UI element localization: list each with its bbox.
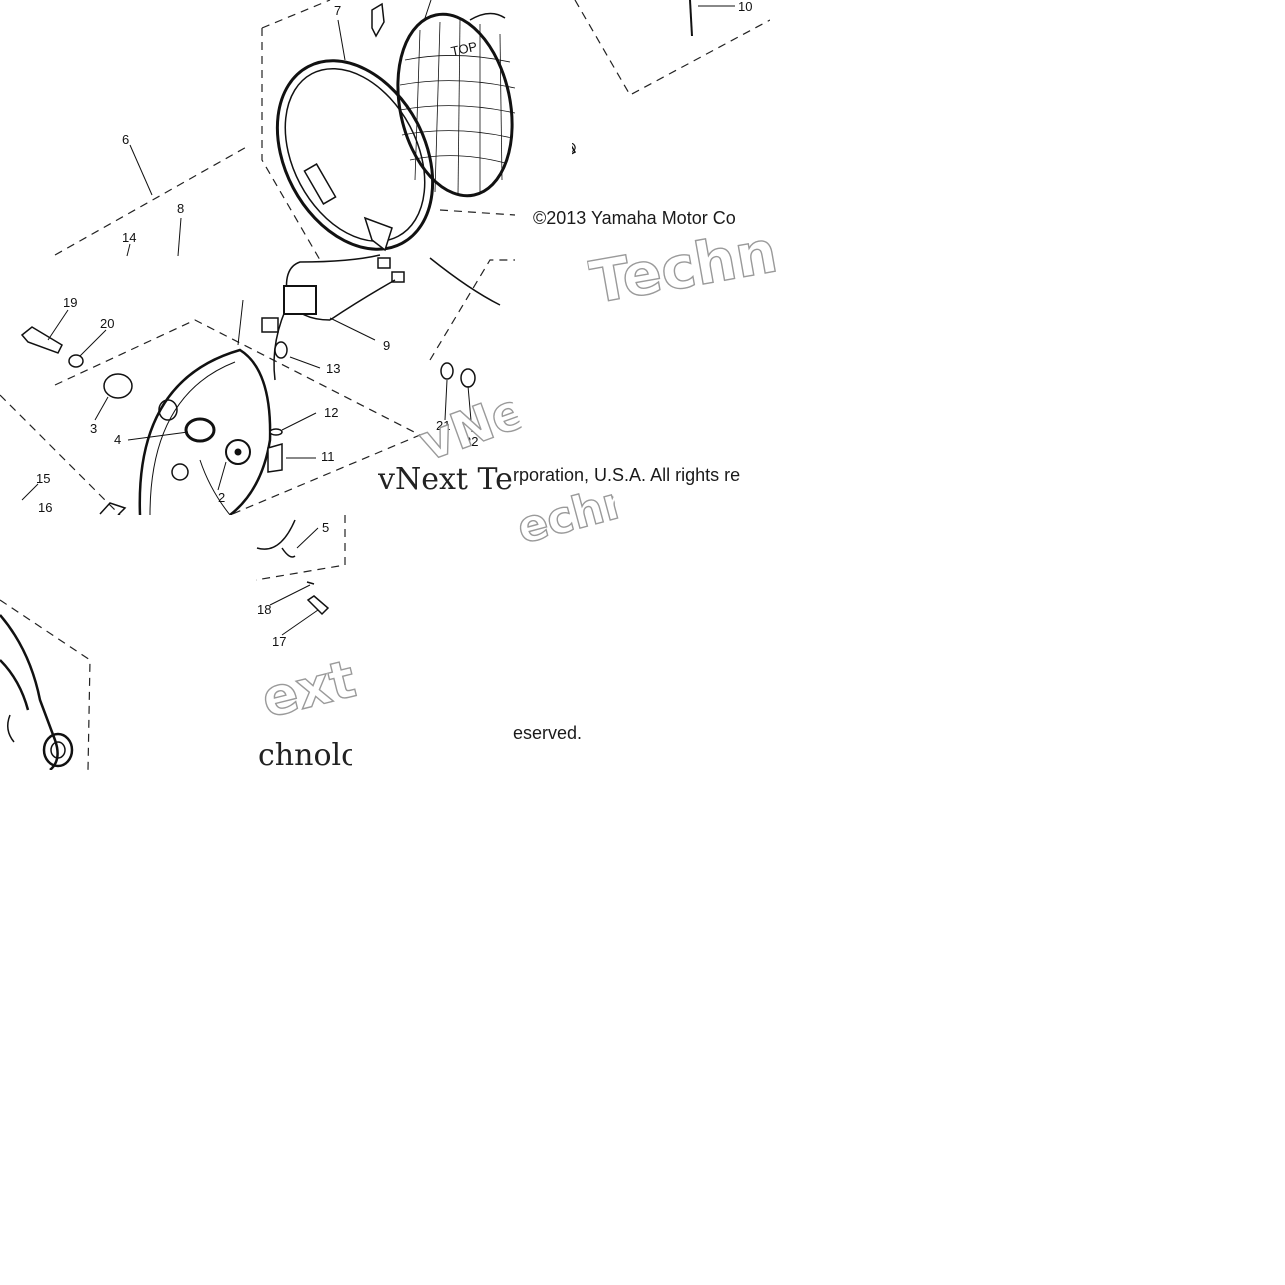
- callout-14: 14: [122, 230, 136, 245]
- headlight-case: [138, 348, 272, 516]
- callout-4: 4: [114, 432, 121, 447]
- mounting-bracket: [0, 614, 74, 771]
- hardware-pieces: [20, 0, 693, 616]
- callout-19: 19: [63, 295, 77, 310]
- callout-10: 10: [738, 0, 752, 14]
- bulb-top-marking: TOP: [450, 39, 479, 59]
- callout-2: 2: [218, 490, 225, 505]
- callout-18: 18: [257, 602, 271, 617]
- callout-21: 21: [436, 418, 450, 433]
- watermark-vnext: vNext Te: [378, 462, 513, 497]
- callout-20: 20: [100, 316, 114, 331]
- callout-numbers: 2 3 4 5 6 7 8 9 10 11 12 13 14 15 16 17 …: [36, 0, 752, 649]
- callout-17: 17: [272, 634, 286, 649]
- lower-left-piece: [99, 502, 127, 516]
- callout-12: 12: [324, 405, 338, 420]
- watermark-chnolo: chnolo: [258, 738, 352, 773]
- callout-22: 22: [464, 434, 478, 449]
- callout-11: 11: [321, 449, 335, 464]
- leader-lines: [21, 0, 735, 636]
- callout-6: 6: [122, 132, 129, 147]
- copyright-line-3: eserved.: [513, 723, 583, 743]
- callout-15: 15: [36, 471, 50, 486]
- callout-9: 9: [383, 338, 390, 353]
- copyright-line-2: rporation, U.S.A. All rights re: [513, 465, 741, 485]
- bulb-socket-wiring: [273, 254, 405, 381]
- callout-7: 7: [334, 3, 341, 18]
- callout-3: 3: [90, 421, 97, 436]
- headlight-rim: [275, 59, 435, 252]
- copyright-line-1: ©2013 Yamaha Motor Co: [533, 208, 736, 228]
- sealed-beam-unit: [396, 12, 516, 198]
- callout-5: 5: [322, 520, 329, 535]
- callout-8: 8: [177, 201, 184, 216]
- callout-16: 16: [38, 500, 52, 515]
- callout-13: 13: [326, 361, 340, 376]
